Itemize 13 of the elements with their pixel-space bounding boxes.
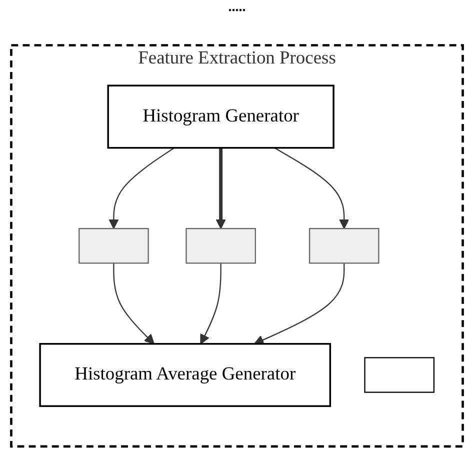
node-box xyxy=(364,357,435,393)
arrow xyxy=(113,263,154,344)
arrow xyxy=(274,148,350,230)
arrow xyxy=(254,263,345,345)
node-chart xyxy=(308,228,380,264)
arrow xyxy=(200,263,222,344)
arrow xyxy=(108,148,174,230)
node-chart xyxy=(186,228,256,264)
node-box: Histogram Generator xyxy=(107,84,334,149)
node-box: Histogram Average Generator xyxy=(39,343,332,408)
node-chart xyxy=(78,228,149,264)
arrow xyxy=(216,148,226,230)
ellipsis-text: ..... xyxy=(228,0,246,15)
